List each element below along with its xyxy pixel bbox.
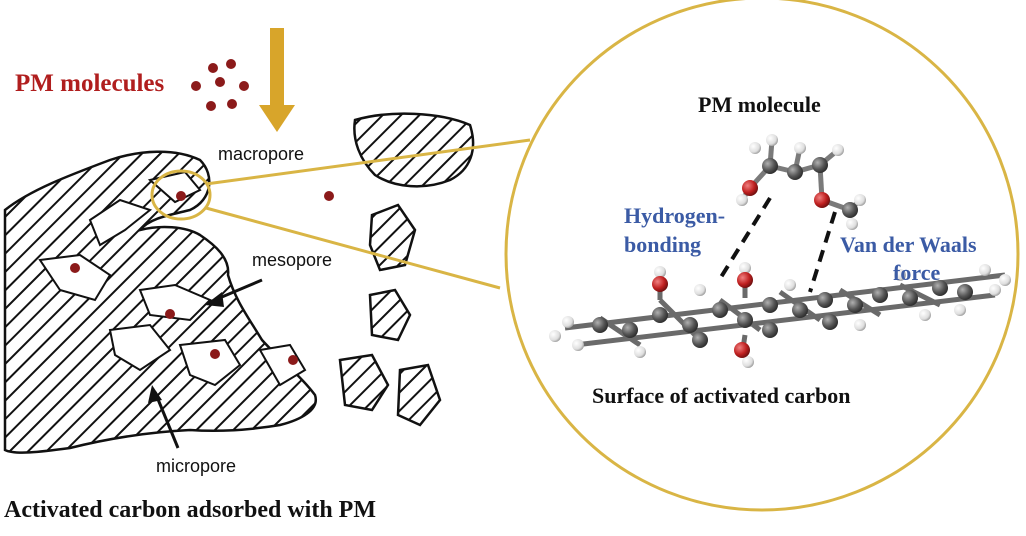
hydrogen-bonding-label-line2: bonding: [624, 232, 702, 257]
pm-dot: [288, 355, 298, 365]
carbon-fragment-right-2: [338, 353, 390, 412]
pm-molecules-label: PM molecules: [15, 70, 165, 97]
van-der-waals-label: Van der Waals: [840, 232, 977, 257]
pm-dot: [208, 63, 218, 73]
van-der-waals-label-line2: force: [893, 260, 941, 285]
zoom-connector: [150, 138, 531, 290]
pm-dot: [239, 81, 249, 91]
surface-label: Surface of activated carbon: [592, 383, 851, 408]
pore-arrows: [148, 278, 263, 449]
pm-dot: [165, 309, 175, 319]
carbon-fragment-mid-right: [368, 203, 417, 272]
pore-channel-6: [258, 343, 307, 387]
pore-channel-4: [108, 323, 172, 372]
carbon-surface-model: [549, 262, 1011, 368]
micropore-label: micropore: [156, 456, 237, 476]
pm-dot: [215, 77, 225, 87]
zoom-circle: [504, 0, 1020, 512]
mesopore-label: mesopore: [252, 250, 333, 270]
carbon-fragment-right-3: [396, 363, 442, 427]
zoom-source-circle: [150, 169, 212, 221]
pm-dot: [176, 191, 186, 201]
pore-channel-1: [88, 198, 153, 247]
pore-channel-2: [38, 253, 112, 302]
hydrogen-bonding-label: Hydrogen-: [624, 203, 726, 228]
pm-molecule-label: PM molecule: [698, 92, 821, 117]
interaction-lines: [716, 196, 837, 293]
pm-dot: [210, 349, 220, 359]
macropore-label: macropore: [218, 144, 305, 164]
pm-dot: [191, 81, 201, 91]
pm-dot: [324, 191, 334, 201]
figure-caption: Activated carbon adsorbed with PM: [4, 497, 376, 523]
pm-dot: [226, 59, 236, 69]
carbon-fragment-top-right: [353, 112, 475, 188]
pm-dot: [227, 99, 237, 109]
pm-dot: [206, 101, 216, 111]
pore-channel-5: [178, 338, 242, 387]
activated-carbon-particle: [3, 112, 475, 454]
pm-dot: [70, 263, 80, 273]
carbon-fragment-right-1: [368, 288, 412, 342]
micropore-arrow: [153, 391, 180, 449]
down-arrow: [259, 28, 295, 132]
mesopore-arrowhead: [205, 292, 224, 307]
pore-channel-3: [138, 283, 212, 322]
micropore-arrowhead: [148, 385, 162, 403]
pore-channel-7: [147, 170, 202, 204]
pm-molecule-model: [736, 134, 866, 230]
pm-dots: [70, 59, 334, 365]
